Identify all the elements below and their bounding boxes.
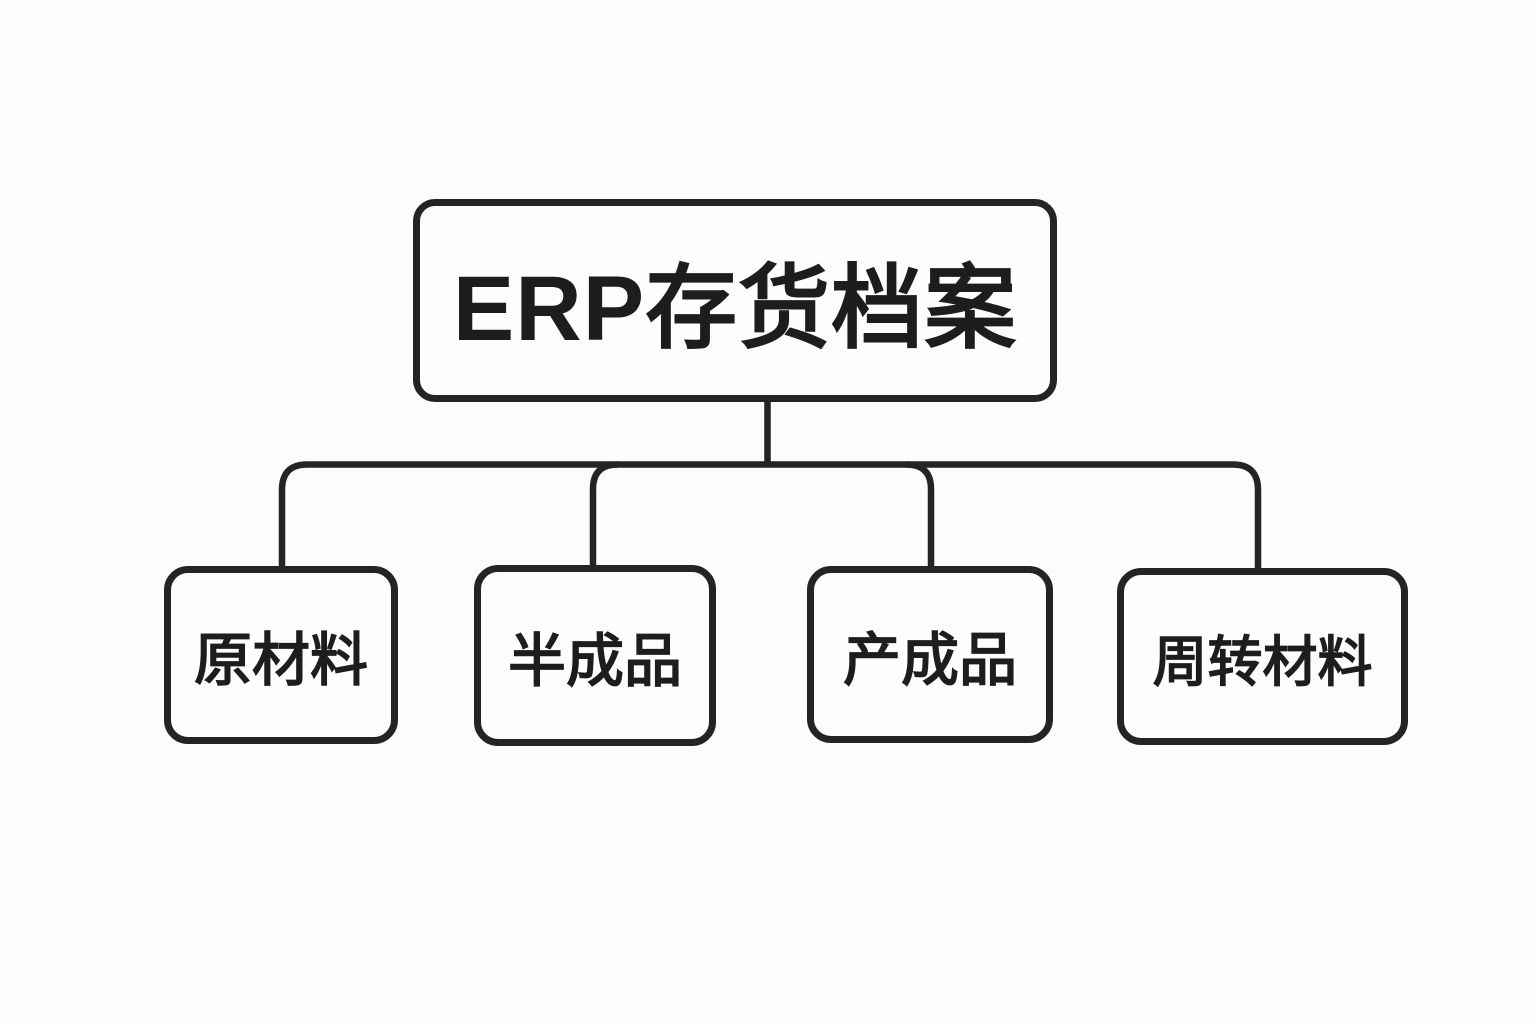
child-node-label: 产成品 [842,627,1017,693]
child-node-raw-materials: 原材料 [164,566,398,744]
child-node-label: 原材料 [193,628,368,693]
root-node-label: ERP存货档案 [452,258,1018,360]
child-node-label: 半成品 [507,628,682,694]
drop-line-2 [589,461,619,572]
child-node-semi-finished: 半成品 [474,565,716,746]
child-node-label: 周转材料 [1152,630,1373,693]
bus-line [278,461,1262,572]
child-node-turnover-materials: 周转材料 [1117,568,1408,745]
root-node: ERP存货档案 [413,199,1057,402]
drop-line-3 [905,461,935,572]
child-node-finished-goods: 产成品 [807,566,1053,743]
